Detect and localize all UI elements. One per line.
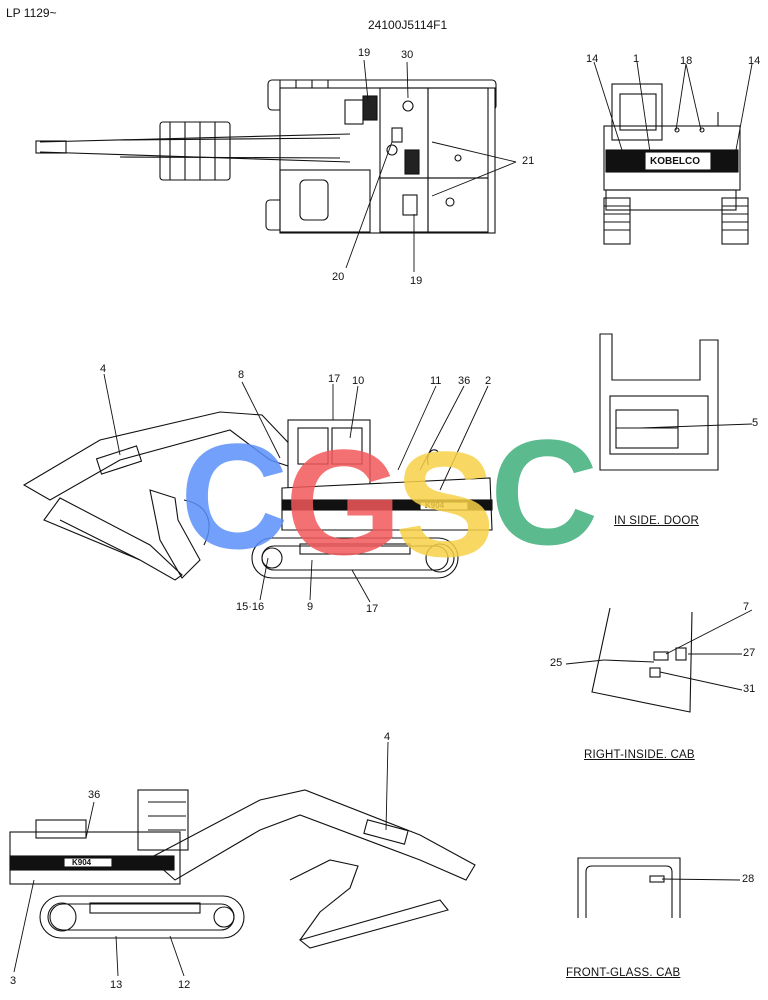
right-inside-cab-view	[591, 607, 693, 713]
callout-cab-7: 7	[743, 601, 750, 613]
callout-side-15-16: 15·16	[236, 601, 265, 613]
callout-cab-27: 27	[743, 647, 756, 659]
side-view-excavator	[22, 411, 493, 581]
top-view-excavator	[35, 79, 497, 234]
callout-rear-14a: 14	[586, 53, 599, 65]
caption-front-glass-cab: FRONT-GLASS. CAB	[566, 967, 681, 979]
callout-rear-14b: 14	[748, 55, 761, 67]
callout-rear-18: 18	[680, 55, 693, 67]
caption-right-inside-cab: RIGHT-INSIDE. CAB	[584, 749, 695, 761]
callout-side-10: 10	[352, 375, 365, 387]
watermark-letter-g: G	[285, 420, 402, 560]
watermark-letter-c1: C	[180, 420, 288, 560]
lower-model-decal: K904	[72, 858, 92, 867]
callout-door-5: 5	[752, 417, 759, 429]
callout-top-30: 30	[401, 49, 414, 61]
leader-lines	[13, 59, 753, 977]
callout-side-11: 11	[430, 375, 442, 387]
rear-kobelco-decal: KOBELCO	[650, 156, 700, 167]
callout-side-9: 9	[307, 601, 314, 613]
side-model-decal: K904	[425, 501, 445, 510]
callout-side-8: 8	[238, 369, 245, 381]
callout-cab-31: 31	[743, 683, 756, 695]
callout-lower-3: 3	[10, 975, 17, 987]
front-glass-cab-view	[577, 857, 681, 918]
callout-lower-36: 36	[88, 789, 101, 801]
callout-top-19b: 19	[410, 275, 423, 287]
drawing-number: 24100J5114F1	[368, 18, 448, 32]
callout-lower-12: 12	[178, 979, 191, 991]
callout-lower-4: 4	[384, 731, 391, 743]
watermark-letter-c2: C	[490, 420, 598, 560]
caption-inside-door: IN SIDE. DOOR	[614, 515, 700, 527]
callout-cab-25: 25	[550, 657, 563, 669]
cgsc-watermark: C G S C	[180, 420, 598, 560]
rear-view-excavator	[603, 83, 749, 245]
page-code: LP 1129~	[6, 6, 57, 20]
callout-rear-1: 1	[633, 53, 640, 65]
callout-side-17a: 17	[328, 373, 341, 385]
watermark-letter-s: S	[395, 420, 495, 560]
callout-side-17b: 17	[366, 603, 379, 615]
callout-side-36: 36	[458, 375, 471, 387]
callout-side-2: 2	[485, 375, 492, 387]
callout-lower-13: 13	[110, 979, 123, 991]
callout-top-20: 20	[332, 271, 345, 283]
callout-side-4: 4	[100, 363, 107, 375]
callout-glass-28: 28	[742, 873, 755, 885]
callout-top-21: 21	[522, 155, 535, 167]
lower-view-excavator	[9, 789, 476, 949]
callout-top-19a: 19	[358, 47, 371, 59]
inside-door-view	[599, 333, 719, 471]
